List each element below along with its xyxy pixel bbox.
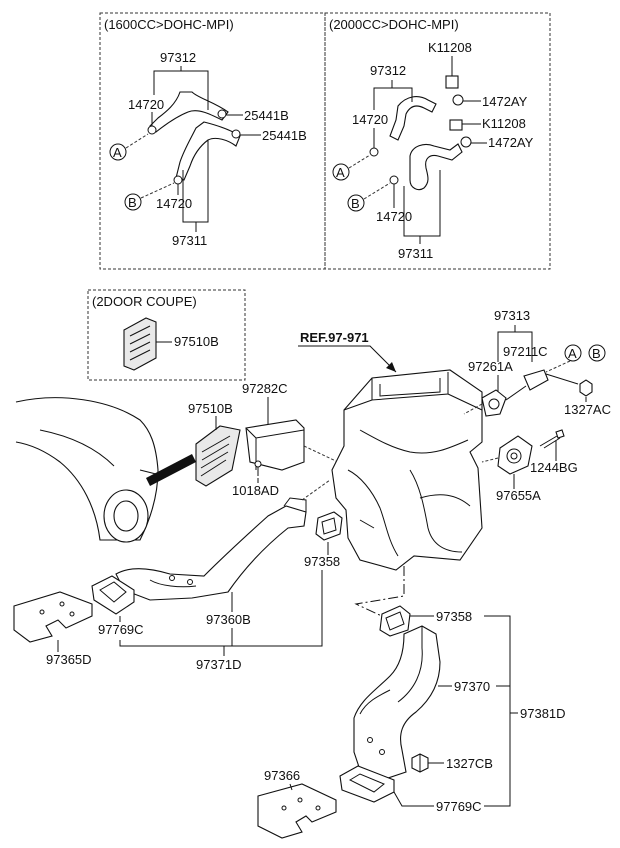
label-97358-left: 97358: [304, 554, 340, 569]
label-97312-2000: 97312: [370, 63, 406, 78]
box-1600cc-title: (1600CC>DOHC-MPI): [104, 17, 234, 32]
label-97261a: 97261A: [468, 359, 513, 374]
label-14720-top-1600: 14720: [128, 97, 164, 112]
marker-a-2000: [332, 163, 350, 181]
label-97510b: 97510B: [188, 401, 233, 416]
label-97370: 97370: [454, 679, 490, 694]
label-97311-1600: 97311: [172, 233, 207, 248]
label-25441b-2-1600: 25441B: [262, 128, 307, 143]
label-k11208-2-2000: K11208: [482, 116, 526, 131]
marker-b-1600: [124, 193, 142, 211]
box-2000cc-title: (2000CC>DOHC-MPI): [329, 17, 459, 32]
cable-97211c-icon: [505, 369, 579, 401]
label-97371d: 97371D: [196, 657, 242, 672]
box-2door-coupe-title: (2DOOR COUPE): [92, 294, 197, 309]
fitting-k11208-icon: [445, 75, 459, 89]
label-14720-bot-2000: 14720: [376, 209, 412, 224]
label-97381d: 97381D: [520, 706, 566, 721]
hose-lower-2000: [409, 143, 463, 191]
gasket-97358-right-icon: [379, 605, 411, 637]
car-body-icon: [15, 397, 159, 543]
label-k11208-1-2000: K11208: [428, 40, 472, 55]
gasket-97358-left-icon: [315, 511, 343, 541]
label-1244bg: 1244BG: [530, 460, 578, 475]
marker-b-1600-text: B: [128, 195, 137, 210]
marker-a-1600-text: A: [113, 145, 122, 160]
label-1018ad: 1018AD: [232, 483, 279, 498]
label-97510b-coupe: 97510B: [174, 334, 219, 349]
hvac-unit-icon: [331, 369, 483, 571]
ref-arrowhead: [386, 362, 396, 372]
duct-97360b-icon: [115, 497, 307, 601]
marker-b-2000: [347, 194, 365, 212]
label-25441b-1-1600: 25441B: [244, 108, 289, 123]
label-97282c: 97282C: [242, 381, 288, 396]
marker-b-main-text: B: [592, 346, 601, 361]
actuator-97261a-icon: [481, 389, 507, 417]
label-1327cb: 1327CB: [446, 756, 493, 771]
label-97312-1600: 97312: [160, 50, 196, 65]
marker-b-2000-text: B: [351, 196, 360, 211]
label-ref-97-971: REF.97-971: [300, 330, 369, 345]
box-2000cc: [324, 12, 551, 270]
box-2door-coupe: [87, 289, 246, 381]
bolt-icon: [539, 429, 565, 449]
clamp-icon: [147, 125, 157, 135]
vent-grille-icon: [195, 425, 241, 487]
label-97313: 97313: [494, 308, 530, 323]
duct-97282c-icon: [245, 419, 305, 471]
marker-a-1600: [109, 143, 127, 161]
label-97769c-right: 97769C: [436, 799, 482, 814]
marker-b-main: [588, 344, 606, 362]
label-97365d: 97365D: [46, 652, 92, 667]
marker-a-2000-text: A: [336, 165, 345, 180]
hose-upper-2000: [389, 96, 437, 141]
clamp-icon: [231, 129, 241, 139]
label-1327ac: 1327AC: [564, 402, 611, 417]
clamp-icon: [369, 147, 379, 157]
clamp-icon: [217, 109, 227, 119]
nut-1327cb-icon: [411, 753, 429, 773]
plate-97366-icon: [257, 783, 337, 839]
clamp-icon: [173, 175, 183, 185]
label-97655a: 97655A: [496, 488, 541, 503]
duct-97769c-left-icon: [91, 575, 135, 615]
nut-icon: [579, 379, 593, 397]
screw-icon: [254, 460, 262, 476]
marker-a-main-text: A: [568, 346, 577, 361]
clamp-icon: [389, 175, 399, 185]
label-1472ay-1-2000: 1472AY: [482, 94, 528, 109]
label-14720-top-2000: 14720: [352, 112, 388, 127]
label-97769c-left: 97769C: [98, 622, 144, 637]
clamp-icon: [452, 94, 464, 106]
box-1600cc: [99, 12, 326, 270]
marker-a-main: [564, 344, 582, 362]
label-97360b: 97360B: [206, 612, 251, 627]
vent-grille-coupe-icon: [123, 317, 157, 371]
label-97358-right: 97358: [436, 609, 472, 624]
label-1472ay-2-2000: 1472AY: [488, 135, 534, 150]
plate-97365d-icon: [13, 591, 93, 643]
fitting-k11208-icon: [449, 119, 463, 131]
duct-97370-icon: [353, 625, 441, 779]
vent-leader-arrow: [146, 454, 196, 486]
clamp-icon: [460, 136, 472, 148]
label-97311-2000: 97311: [398, 246, 433, 261]
label-97211c: 97211C: [503, 344, 548, 359]
actuator-97655a-icon: [497, 435, 533, 475]
label-97366: 97366: [264, 768, 300, 783]
label-14720-bot-1600: 14720: [156, 196, 192, 211]
